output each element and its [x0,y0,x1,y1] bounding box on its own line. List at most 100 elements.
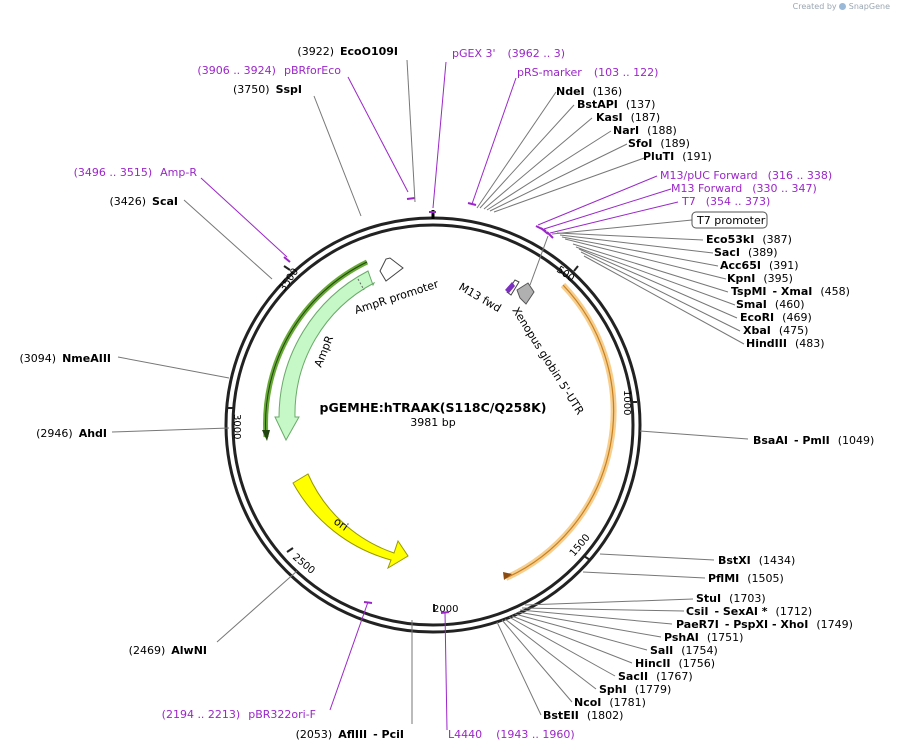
ampr-highlight-arrowhead [262,430,270,441]
t7-promoter-box [691,211,768,229]
site-name-hindiii: HindIII [746,337,787,350]
svg-text:SmaI(460): SmaI(460) [736,298,805,311]
svg-text:PaeR7I- PspXI - XhoI(1749): PaeR7I - PspXI - XhoI (1749) [676,618,853,631]
site-pos-xbai: (475) [779,324,809,337]
primer-range-pgex3: (3962 .. 3) [508,47,566,60]
site-name-bstxi: BstXI [718,554,751,567]
enzyme-labels-right: NdeI(136) BstAPI(137) KasI(187) NarI(188… [543,85,874,722]
svg-text:NdeI(136): NdeI(136) [556,85,622,98]
site-pos-saci: (389) [748,246,778,259]
svg-text:StuI(1703): StuI (1703) [696,592,766,605]
feature-xenopus-utr-arrow [516,282,535,305]
svg-text:HindIII(483): HindIII (483) [746,337,825,350]
site-name-pspxi-xhoi: - PspXI - XhoI [725,618,808,631]
tick-label-1500: 1500 [568,532,593,559]
site-pos-tspmi: (458) [820,285,850,298]
primer-name-amp-r: Amp-R [160,166,197,179]
primer-name-m13puc-forward: M13/pUC Forward [660,169,758,182]
site-pos-sacii: (1767) [656,670,693,683]
site-pos-pshai: (1751) [707,631,744,644]
tick-label-1000: 1000 [621,390,632,415]
site-name-xmai: - XmaI [773,285,813,298]
svg-text:(3906 .. 3924)pBRforEco: (3906 .. 3924)pBRforEco [197,64,341,77]
utr-leader [529,235,549,286]
svg-text:SacII(1767): SacII(1767) [618,670,693,683]
tick-label-3000: 3000 [231,414,242,439]
site-pos-pflmi: (1505) [747,572,784,585]
primer-name-l4440: L4440 [448,728,482,741]
svg-text:Acc65I(391): Acc65I(391) [720,259,799,272]
site-name-pshai: PshAI [664,631,699,644]
primer-range-pbr322ori-f: (2194 .. 2213) [162,708,241,721]
site-name-ecoo109i: EcoO109I [340,45,398,58]
svg-text:PshAI(1751): PshAI (1751) [664,631,743,644]
site-name-ecori: EcoRI [740,311,774,324]
svg-text:L4440(1943 .. 1960): L4440(1943 .. 1960) [448,728,575,741]
primer-range-t7: (354 .. 373) [706,195,771,208]
svg-text:SalI(1754): SalI (1754) [650,644,718,657]
site-name-paer7i: PaeR7I [676,618,719,631]
site-name-tspmi: TspMI [731,285,767,298]
primer-name-prs-marker: pRS-marker [517,66,582,79]
snapgene-credit: Created by SnapGene [793,2,890,11]
site-name-smai: SmaI [736,298,767,311]
primer-labels: pGEX 3'(3962 .. 3) pRS-marker(103 .. 122… [74,47,833,741]
t7-promoter-label: T7 promoter [696,214,766,227]
site-pos-sspi: (3750) [233,83,270,96]
site-name-kpni: KpnI [727,272,755,285]
enzyme-leader-lines [111,59,749,724]
svg-text:M13 Forward(330 .. 347): M13 Forward(330 .. 347) [671,182,817,195]
site-pos-stui: (1703) [729,592,766,605]
site-name-acc65i: Acc65I [720,259,761,272]
site-name-saci: SacI [714,246,740,259]
t7-promoter-leader [551,219,693,235]
site-name-sexai: - SexAI * [714,605,767,618]
primer-leader-lines [200,61,679,731]
tick-label-2000: 2000 [433,604,458,615]
site-name-csii: CsiI [686,605,708,618]
site-pos-bsteii: (1802) [587,709,624,722]
feature-ori-arrow [292,473,409,570]
tick-label-3500: 3500 [277,267,301,294]
insert-arrowhead [503,572,512,580]
svg-text:(3496 .. 3515)Amp-R: (3496 .. 3515)Amp-R [74,166,198,179]
site-pos-ncoi: (1781) [609,696,646,709]
svg-text:(3922)EcoO109I: (3922)EcoO109I [297,45,398,58]
site-name-pcii: - PciI [373,728,404,741]
svg-text:BstAPI(137): BstAPI(137) [577,98,655,111]
svg-text:BsaAI- PmlI(1049): BsaAI- PmlI(1049) [753,434,874,447]
site-pos-sphi: (1779) [635,683,672,696]
credit-text: Created by [792,2,837,11]
site-pos-nmeaiii: (3094) [20,352,57,365]
site-name-pflmi: PflMI [708,572,739,585]
site-name-ahdi: AhdI [79,427,107,440]
tick-marks [228,210,637,612]
site-name-sfoi: SfoI [628,137,652,150]
site-pos-sali: (1754) [681,644,718,657]
site-pos-nari: (188) [647,124,677,137]
site-pos-paer7i: (1749) [816,618,853,631]
primer-range-prs-marker: (103 .. 122) [594,66,659,79]
enzyme-labels-left: (3922)EcoO109I (3750)SspI (3426)ScaI (30… [20,45,405,741]
site-pos-bstxi: (1434) [759,554,796,567]
svg-text:CsiI- SexAI *(1712): CsiI- SexAI *(1712) [686,605,812,618]
site-name-hincii: HincII [635,657,671,670]
svg-text:(3750)SspI: (3750)SspI [233,83,302,96]
feature-amprpromoter-arrow [379,257,404,282]
site-name-stui: StuI [696,592,721,605]
site-name-kasi: KasI [596,111,623,124]
site-name-sali: SalI [650,644,673,657]
primer-range-m13puc-forward: (316 .. 338) [768,169,833,182]
svg-text:TspMI- XmaI(458): TspMI - XmaI (458) [731,285,850,298]
svg-text:NcoI(1781): NcoI(1781) [574,696,646,709]
site-pos-scai: (3426) [109,195,146,208]
site-name-sphi: SphI [599,683,627,696]
site-pos-hindiii: (483) [795,337,825,350]
site-pos-eco53ki: (387) [762,233,792,246]
primer-name-m13-forward: M13 Forward [671,182,742,195]
site-pos-alwni: (2469) [129,644,166,657]
primer-name-t7: T7 [681,195,696,208]
site-name-nmeaiii: NmeAIII [62,352,111,365]
site-name-afliii: AflIII [338,728,367,741]
svg-text:T7(354 .. 373): T7 (354 .. 373) [681,195,770,208]
